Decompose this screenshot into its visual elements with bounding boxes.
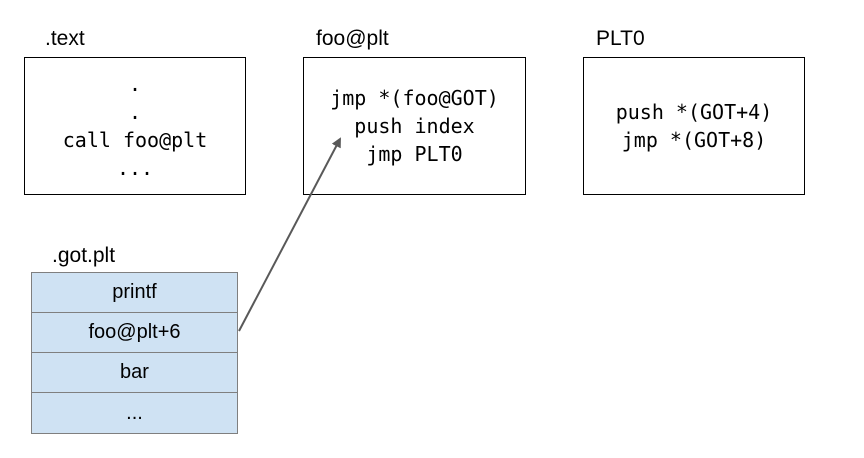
code-line: jmp *(GOT+8) — [621, 128, 767, 152]
text-section-box: . . call foo@plt ... — [24, 57, 246, 195]
code-line: jmp *(foo@GOT) — [330, 86, 499, 110]
plt-entry-label: foo@plt — [316, 27, 389, 50]
plt-entry-box: jmp *(foo@GOT) push index jmp PLT0 — [303, 57, 526, 195]
code-line: . — [128, 72, 142, 96]
code-line: . — [128, 100, 142, 124]
code-line: ... — [116, 156, 154, 180]
code-line: push *(GOT+4) — [615, 100, 773, 124]
got-entry: foo@plt+6 — [32, 313, 237, 353]
got-entry: bar — [32, 353, 237, 393]
plt0-box: push *(GOT+4) jmp *(GOT+8) — [583, 57, 805, 195]
got-entry: ... — [32, 393, 237, 433]
text-section-label: .text — [45, 27, 85, 50]
code-line: call foo@plt — [62, 128, 208, 152]
got-plt-table: printf foo@plt+6 bar ... — [31, 272, 238, 434]
got-entry: printf — [32, 273, 237, 313]
plt0-label: PLT0 — [596, 27, 645, 50]
code-line: jmp PLT0 — [366, 142, 463, 166]
got-plt-label: .got.plt — [52, 244, 116, 267]
code-line: push index — [354, 114, 475, 138]
